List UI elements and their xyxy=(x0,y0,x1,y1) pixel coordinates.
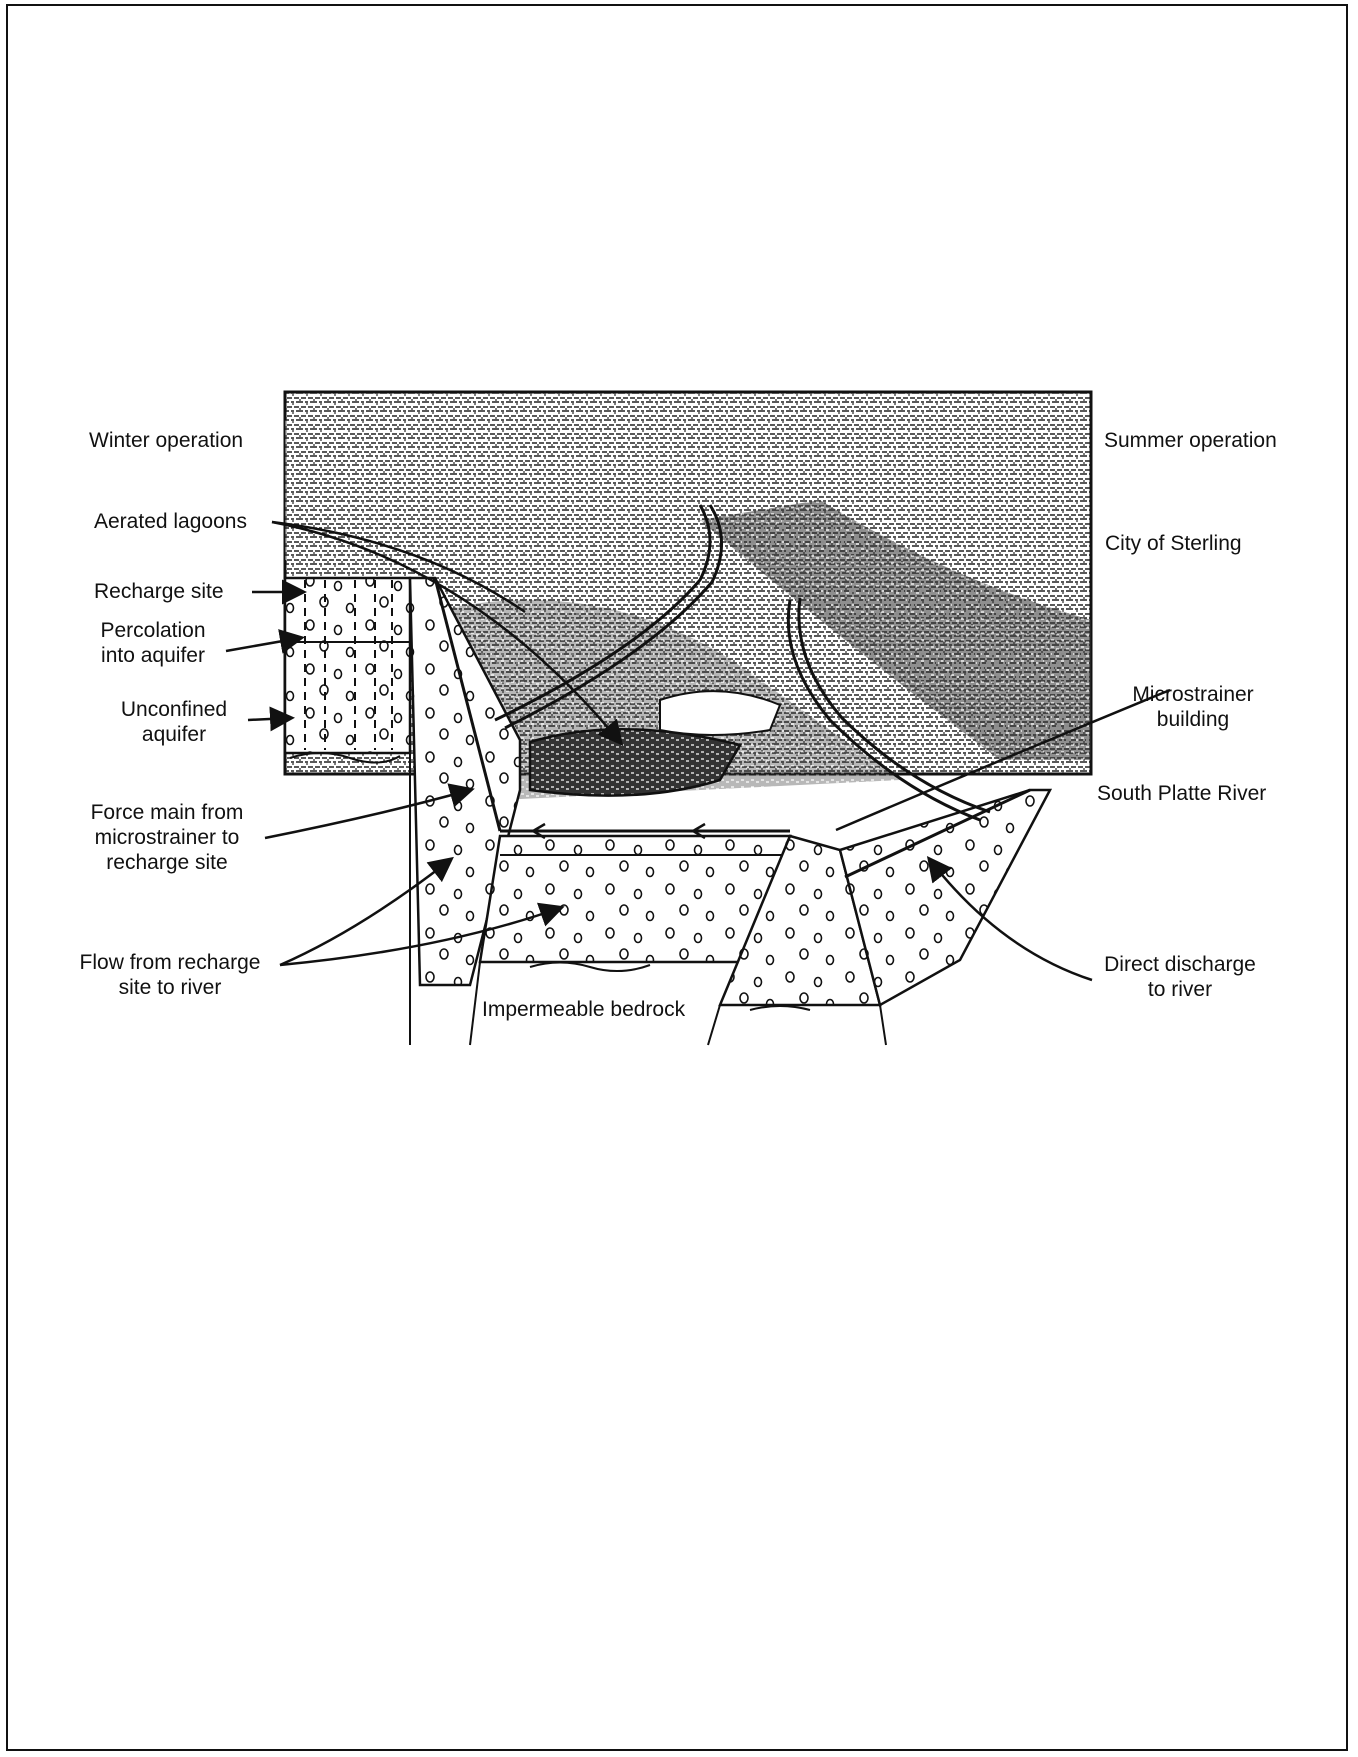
label-direct-line2: to river xyxy=(1095,977,1265,1002)
label-unconfined-aquifer: Unconfined aquifer xyxy=(108,697,240,747)
label-microstrainer-line2: building xyxy=(1118,707,1268,732)
label-microstrainer-building: Microstrainer building xyxy=(1118,682,1268,732)
label-percolation-line1: Percolation xyxy=(88,618,218,643)
label-force-main-line3: recharge site xyxy=(72,850,262,875)
label-flow-line2: site to river xyxy=(60,975,280,1000)
label-unconfined-line2: aquifer xyxy=(108,722,240,747)
river-aquifer xyxy=(708,790,1050,1045)
label-unconfined-line1: Unconfined xyxy=(108,697,240,722)
label-microstrainer-line1: Microstrainer xyxy=(1118,682,1268,707)
recharge-site-column xyxy=(285,578,410,763)
label-force-main-line2: microstrainer to xyxy=(72,825,262,850)
label-flow-line1: Flow from recharge xyxy=(60,950,280,975)
label-force-main: Force main from microstrainer to recharg… xyxy=(72,800,262,875)
label-winter-operation: Winter operation xyxy=(89,428,243,453)
label-recharge-site: Recharge site xyxy=(94,579,224,604)
label-aerated-lagoons: Aerated lagoons xyxy=(94,509,247,534)
label-impermeable-bedrock: Impermeable bedrock xyxy=(482,997,685,1022)
label-summer-operation: Summer operation xyxy=(1104,428,1277,453)
label-percolation: Percolation into aquifer xyxy=(88,618,218,668)
label-percolation-line2: into aquifer xyxy=(88,643,218,668)
label-force-main-line1: Force main from xyxy=(72,800,262,825)
label-direct-line1: Direct discharge xyxy=(1095,952,1265,977)
label-city-of-sterling: City of Sterling xyxy=(1105,531,1242,556)
label-direct-discharge: Direct discharge to river xyxy=(1095,952,1265,1002)
label-flow-recharge-to-river: Flow from recharge site to river xyxy=(60,950,280,1000)
label-south-platte-river: South Platte River xyxy=(1097,781,1266,806)
